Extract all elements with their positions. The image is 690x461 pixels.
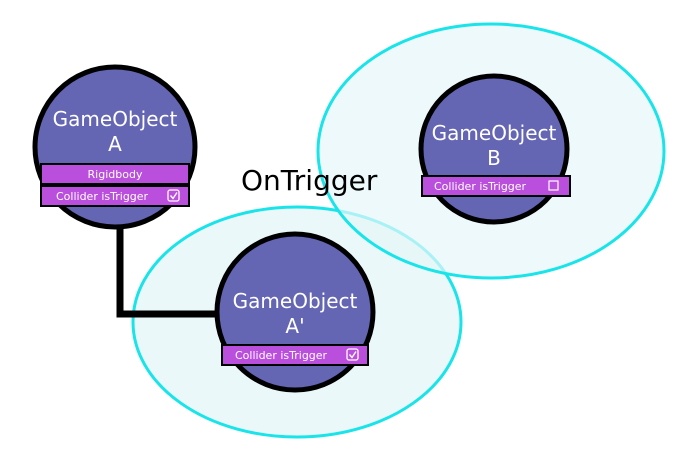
parent-child-connector: [116, 205, 218, 318]
gameobject-a-prime-name-line1: GameObject: [233, 289, 358, 313]
gameobject-a-prime-name-line2: A': [285, 314, 304, 338]
rigidbody-bar: [40, 163, 190, 185]
on-trigger-label: OnTrigger: [241, 164, 378, 197]
collider-bar-b: [421, 175, 571, 197]
collider-label-a-prime: Collider isTrigger: [235, 349, 328, 362]
gameobject-b-name-line2: B: [487, 146, 501, 170]
rigidbody-label: Rigidbody: [88, 168, 143, 181]
gameobject-a-name-line1: GameObject: [53, 107, 178, 131]
gameobject-a-node: GameObject A Rigidbody Collider isTrigge…: [32, 64, 198, 230]
gameobject-a-name-line2: A: [108, 132, 122, 156]
collider-label-b: Collider isTrigger: [434, 180, 527, 193]
collider-bar-a-prime: [221, 344, 369, 366]
checkbox-unchecked-icon: [548, 180, 559, 191]
gameobject-a-prime-node: GameObject A' Collider isTrigger: [214, 231, 376, 393]
collider-label-a: Collider isTrigger: [56, 190, 149, 203]
checkbox-checked-icon: [346, 348, 359, 361]
gameobject-b-name-line1: GameObject: [432, 121, 557, 145]
gameobject-b-node: GameObject B Collider isTrigger: [418, 73, 571, 225]
checkbox-checked-icon: [167, 189, 180, 202]
collider-bar-a: [40, 185, 190, 207]
